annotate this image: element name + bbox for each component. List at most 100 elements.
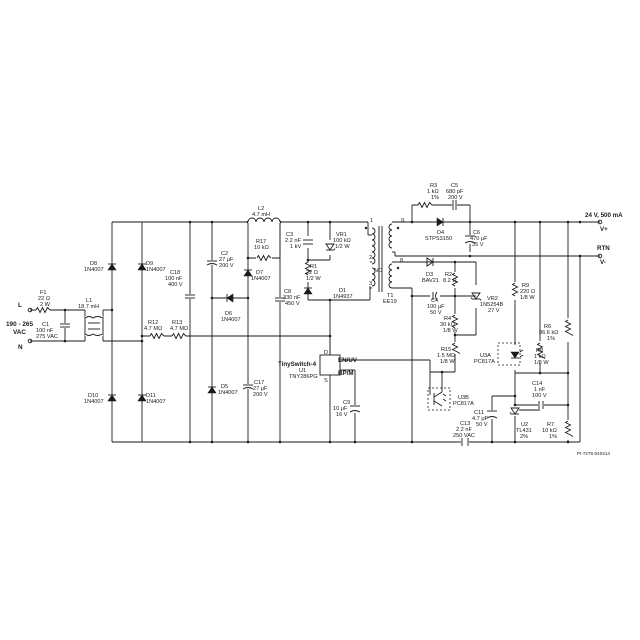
d9-val: 1N4007 [146, 267, 166, 273]
c2-val: 27 μF [219, 257, 234, 263]
c9-symbol [349, 405, 361, 413]
vac-label-1: 190 - 265 [6, 321, 33, 328]
r6-val: 86.6 kΩ [539, 330, 558, 336]
r2-val: 8.2 Ω [443, 278, 457, 284]
c18-rat: 400 V [168, 282, 183, 288]
d3-ref: D3 [426, 272, 433, 278]
d1-val: 1N4937 [333, 294, 353, 300]
c18-val: 100 nF [165, 276, 183, 282]
t1-core: EE19 [383, 299, 397, 305]
r17-symbol [256, 254, 272, 262]
r7-rat: 1% [549, 434, 557, 440]
t1-ref: T1 [387, 293, 394, 299]
c11-val: 4.7 μF [472, 416, 489, 422]
f1-rat: 2 W [40, 302, 51, 308]
r3-val: 1 kΩ [427, 189, 439, 195]
vr1-ref: VR1 [336, 232, 347, 238]
r12-r13-symbols [149, 332, 187, 340]
c3-val: 2.2 nF [285, 238, 301, 244]
f1-symbol [35, 306, 51, 314]
rtn-label: RTN [597, 245, 610, 252]
r7-val: 10 kΩ [542, 428, 557, 434]
vplus-label: V+ [600, 226, 608, 233]
t1-pin2: 2 [369, 255, 372, 261]
d10-ref: D10 [88, 393, 98, 399]
r13-val: 4.7 MΩ [170, 326, 188, 332]
labels: L N 190 - 265 VAC F1 22 Ω 2 W C1 100 nF … [6, 183, 623, 456]
r8-ref: R8 [536, 348, 543, 354]
c2-rat: 200 V [219, 263, 234, 269]
vminus-label: V- [600, 259, 606, 266]
d8-ref: D8 [90, 261, 97, 267]
d6-ref: D6 [225, 311, 232, 317]
c8-rat: 450 V [285, 301, 300, 307]
c6-val: 470 μF [470, 236, 488, 242]
c5-ref: C5 [451, 183, 458, 189]
c5-val: 680 pF [446, 189, 464, 195]
c1-symbol [60, 323, 70, 328]
bias-parts [426, 257, 482, 354]
u3b-ref: U3B [458, 395, 469, 401]
d7-ref: D7 [256, 270, 263, 276]
u3a-val: PC817A [474, 359, 495, 365]
c8-ref: C8 [284, 289, 291, 295]
r17-val: 10 kΩ [254, 245, 269, 251]
d3-val: BAV21 [422, 278, 439, 284]
c6-rat: 35 V [472, 242, 484, 248]
c18-symbol [185, 294, 195, 299]
r1-val: 22 Ω [306, 270, 318, 276]
feedback-parts [510, 282, 574, 363]
u1-name: TinySwitch-4 [278, 361, 317, 368]
r12-ref: R12 [148, 320, 158, 326]
r12-val: 4.7 MΩ [144, 326, 162, 332]
vr2-rat: 27 V [488, 308, 500, 314]
output-rectifier [417, 200, 476, 244]
r8-val: 1 kΩ [534, 354, 546, 360]
t1-pin8: 8 [400, 258, 403, 264]
r9-rat: 1/8 W [520, 295, 535, 301]
d1-ref: D1 [339, 288, 346, 294]
c13-val: 2.2 nF [456, 427, 472, 433]
c8-val: 330 nF [283, 295, 301, 301]
filter-diodes [207, 269, 253, 394]
u1-pin-s: S [324, 378, 328, 384]
u3b-symbol [433, 388, 447, 407]
f1-ref: F1 [40, 290, 47, 296]
vac-label-2: VAC [13, 329, 26, 336]
l1-ref: L1 [86, 298, 92, 304]
l1-val: 18.7 mH [78, 304, 99, 310]
doc-id: PI-7276-040414 [577, 451, 610, 456]
c17-ref: C17 [254, 380, 264, 386]
u3b-val: PC817A [453, 401, 474, 407]
r9-val: 220 Ω [520, 289, 535, 295]
d9-ref: D9 [146, 261, 153, 267]
c5-rat: 200 V [448, 195, 463, 201]
f1-val: 22 Ω [38, 296, 50, 302]
c4-rat: 50 V [430, 310, 442, 316]
vout-spec: 24 V, 500 mA [585, 212, 623, 219]
l2-val: 4.7 mH [252, 212, 270, 218]
r3-rat: 1% [431, 195, 439, 201]
c9-rat: 16 V [336, 412, 348, 418]
u2-rat: 2% [520, 434, 528, 440]
t1-symbol [364, 223, 400, 292]
c11-ref: C11 [474, 410, 484, 416]
t1-pin9: 9 [401, 218, 404, 224]
c9-ref: C9 [343, 400, 350, 406]
d11-ref: D11 [146, 393, 156, 399]
t1-pin1: 1 [370, 218, 373, 224]
c4-val: 100 μF [427, 304, 445, 310]
c2-ref: C2 [221, 251, 228, 257]
r4-val: 30 kΩ [440, 322, 455, 328]
r15-rat: 1/8 W [440, 359, 455, 365]
l2-ref: L2 [258, 206, 264, 212]
c14-rat: 100 V [532, 393, 547, 399]
bulk-caps [206, 260, 285, 390]
r17-ref: R17 [256, 239, 266, 245]
r6-ref: R6 [544, 324, 551, 330]
terminal-n-label: N [18, 344, 23, 351]
reference-parts [461, 401, 574, 446]
c4-ref: C4 [431, 298, 438, 304]
r1-ref: R1 [310, 264, 317, 270]
